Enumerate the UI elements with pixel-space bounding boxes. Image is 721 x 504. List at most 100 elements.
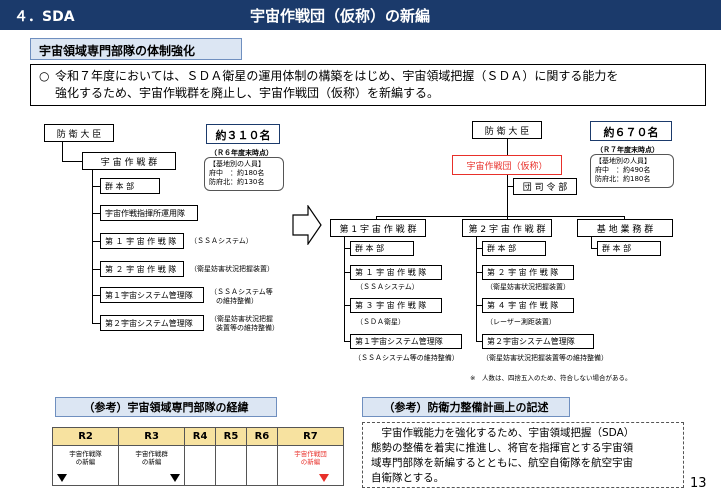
connector-line [344,305,350,306]
milestone-triangle-red-icon [319,474,329,482]
before-base-fuchu: 府中 ：約180名 [209,169,265,177]
history-table: R2 R3 R4 R5 R6 R7 宇宙作戦隊 の新編 宇宙作戦群 の新編 宇宙… [51,427,345,486]
connector-line [624,216,625,220]
connector-line [344,341,350,342]
event-r7: 宇宙作戦団 の新編 [276,445,345,486]
year-r4: R4 [184,427,217,446]
title-bar: ４．SDA 宇宙作戦団（仮称）の新編 [0,0,721,30]
connector-line [591,248,597,249]
history-heading: （参考）宇宙領域専門部隊の経緯 [55,397,277,417]
plan-line-1: 宇宙作戦能力を強化するため、宇宙領域把握（SDA） [371,427,635,439]
year-r2: R2 [51,427,120,446]
after-base-title: 【基地別の人員】 [595,157,651,165]
transition-arrow-icon [292,205,322,245]
connector-line [92,213,100,214]
before-count-box: 約３１０名 [206,124,280,144]
before-sys2-note-2: 装置等の維持整備） [216,324,279,332]
connector-line [92,241,100,242]
before-sys1-note-2: の維持整備） [216,297,258,305]
history-event-row: 宇宙作戦隊 の新編 宇宙作戦群 の新編 宇宙作戦団 の新編 [51,445,345,486]
connector-line [344,248,350,249]
year-r3: R3 [118,427,186,446]
plan-line-2: 態勢の整備を着実に推進し、将官を指揮官とする宇宙領 [371,442,634,454]
after-hq-box: 団 司 令 部 [513,178,577,195]
after-g3-box: 基 地 業 務 群 [577,219,673,237]
plan-text-box: 宇宙作戦能力を強化するため、宇宙領域把握（SDA） 態勢の整備を着実に推進し、将… [362,422,684,488]
page-number: 13 [690,476,707,491]
summary-line-2: 強化するため、宇宙作戦群を廃止し、宇宙作戦団（仮称）を新編する。 [55,86,440,100]
connector-line [476,272,482,273]
summary-box: ○令和７年度においては、ＳＤＡ衛星の運用体制の構築をはじめ、宇宙領域把握（ＳＤＡ… [30,64,706,106]
event-r5 [215,445,247,486]
after-g1-sq1-box: 第 １ 宇 宙 作 戦 隊 [350,265,442,280]
event-r2: 宇宙作戦隊 の新編 [51,445,120,486]
before-sys2-box: 第２宇宙システム管理隊 [100,315,204,331]
connector-line [92,295,100,296]
after-g1-sq3-note: （ＳＤＡ衛星） [356,318,405,326]
plan-line-4: 自衛隊とする。 [371,472,445,484]
before-base-north: 防府北：約130名 [209,178,265,186]
connector-line [476,305,482,306]
after-g2-sq4-box: 第 ４ 宇 宙 作 戦 隊 [482,298,574,313]
before-sq2-note: （衛星妨害状況把握装置） [190,265,274,273]
connector-line [507,175,508,217]
after-g2-sq2-note: （衛星妨害状況把握装置） [486,283,570,291]
milestone-triangle-icon [57,474,67,482]
subtitle-label: 宇宙領域専門部隊の体制強化 [30,38,242,60]
connector-line [376,216,377,220]
after-count-tag: （Ｒ７年度末時点） [596,146,659,154]
connector-line [92,269,100,270]
plan-heading: （参考）防衛力整備計画上の記述 [362,397,570,417]
after-base-breakdown: 【基地別の人員】 府中 ：約490名 防府北：約180名 [590,154,674,188]
before-base-title: 【基地別の人員】 [209,160,265,168]
after-brigade-box: 宇宙作戦団（仮称） [452,155,562,175]
after-g1-sys-box: 第１宇宙システム管理隊 [350,334,462,349]
connector-line [344,237,345,342]
rounding-note: ※ 人数は、四捨五入のため、符合しない場合がある。 [470,374,632,382]
before-command-ops-box: 宇宙作戦指揮所運用隊 [100,205,198,221]
connector-line [507,139,508,155]
before-sq1-note: （ＳＳＡシステム） [190,237,253,245]
before-minister-box: 防 衛 大 臣 [44,124,114,142]
before-sq2-box: 第 ２ 宇 宙 作 戦 隊 [100,261,184,277]
circle-bullet-icon: ○ [39,69,50,83]
connector-line [62,161,82,162]
connector-line [507,216,508,220]
year-r6: R6 [245,427,278,446]
connector-line [476,248,482,249]
after-g2-sys-box: 第２宇宙システム管理隊 [482,334,594,349]
connector-line [344,272,350,273]
event-r3: 宇宙作戦群 の新編 [118,445,186,486]
connector-line [476,237,477,342]
before-sys2-note-1: （衛星妨害状況把握 [210,315,273,323]
before-group-box: 宇 宙 作 戦 群 [82,152,176,170]
after-base-north: 防府北：約180名 [595,175,651,183]
connector-line [507,186,513,187]
connector-line [62,142,63,162]
after-g2-box: 第 2 宇 宙 作 戦 群 [462,219,552,237]
connector-line [591,237,592,249]
section-number: ４．SDA [14,9,75,25]
connector-line [476,341,482,342]
after-g2-hq-box: 群 本 部 [482,241,546,256]
event-r6 [245,445,278,486]
year-r5: R5 [215,427,247,446]
connector-line [376,216,624,217]
connector-line [92,186,100,187]
after-g1-hq-box: 群 本 部 [350,241,414,256]
after-base-fuchu: 府中 ：約490名 [595,166,651,174]
before-hq-box: 群 本 部 [100,178,160,194]
milestone-triangle-icon [170,474,181,482]
event-r4 [184,445,217,486]
before-sys1-box: 第１宇宙システム管理隊 [100,287,204,303]
after-g1-sys-note: （ＳＳＡシステム等の維持整備） [354,354,459,362]
after-g3-hq-box: 群 本 部 [597,241,661,256]
after-g2-sq4-note: （レーザー測距装置） [486,318,556,326]
history-year-row: R2 R3 R4 R5 R6 R7 [51,427,345,446]
plan-line-3: 域専門部隊を新編するとともに、航空自衛隊を航空宇宙 [371,457,634,469]
before-sys1-note-1: （ＳＳＡシステム等 [210,288,273,296]
after-g1-box: 第 1 宇 宙 作 戦 群 [330,219,426,237]
page-title: 宇宙作戦団（仮称）の新編 [250,7,431,25]
after-g2-sys-note: （衛星妨害状況把握装置等の維持整備） [482,354,608,362]
after-minister-box: 防 衛 大 臣 [472,121,542,139]
